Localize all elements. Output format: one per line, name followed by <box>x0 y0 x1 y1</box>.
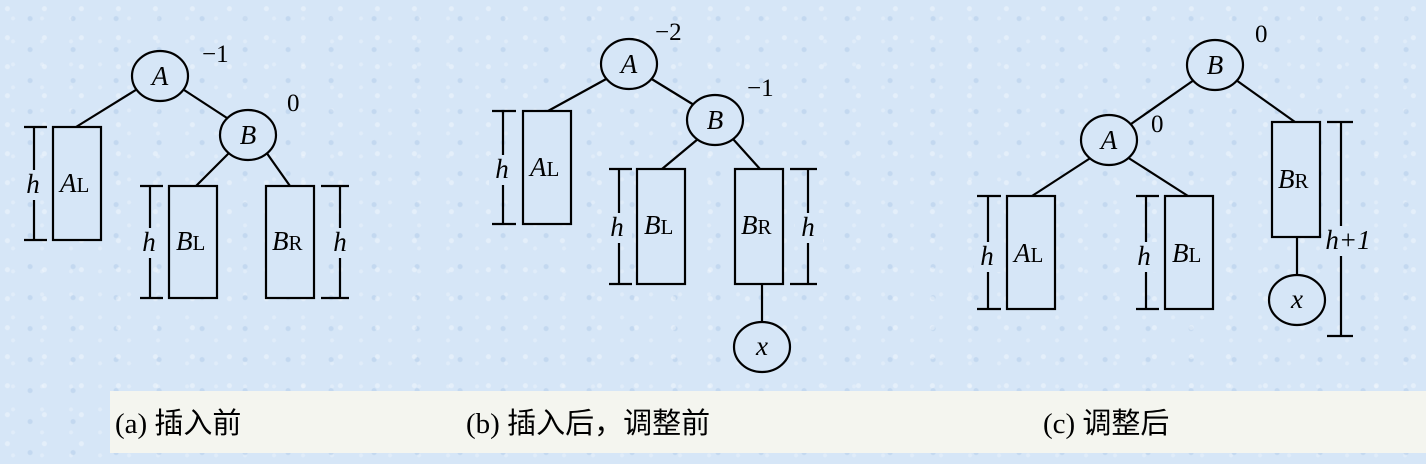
subtree-BR-label: BR <box>1278 164 1309 194</box>
balance-B: 0 <box>1255 21 1268 48</box>
panel-c: B A x 0 0 AL BL BR h h <box>974 21 1372 338</box>
height-BL: h <box>1137 241 1151 271</box>
subtree-BR <box>1270 120 1322 239</box>
caption-a: (a) 插入前 <box>115 408 242 440</box>
edge-A-AL <box>75 87 140 128</box>
node-x-label: x <box>1290 284 1303 314</box>
panel-a: A B −1 0 AL BL BR h h <box>20 41 355 300</box>
edge-B-BR <box>265 151 291 187</box>
node-A-label: A <box>150 61 169 91</box>
panel-b: A B x −2 −1 AL BL BR h h <box>489 19 823 374</box>
subtree-BL <box>635 167 687 286</box>
node-B <box>1185 38 1245 92</box>
node-B-label: B <box>240 120 257 150</box>
caption-bar <box>110 391 1426 453</box>
balance-A: 0 <box>1151 111 1164 138</box>
node-B-label: B <box>707 105 724 135</box>
height-BR: h <box>801 212 815 242</box>
height-BL: h <box>142 227 156 257</box>
node-B <box>685 93 745 147</box>
subtree-BL <box>167 184 219 300</box>
subtree-BR <box>264 184 316 300</box>
node-B <box>218 108 278 162</box>
node-x-label: x <box>755 331 768 361</box>
edge-A-B <box>180 87 228 119</box>
node-A-label: A <box>619 49 638 79</box>
node-x <box>732 320 792 374</box>
node-A <box>1079 113 1139 167</box>
edge-B-A <box>1130 79 1195 125</box>
subtree-BL-label: BL <box>176 226 205 256</box>
height-BR: h+1 <box>1325 225 1370 255</box>
edge-B-BL <box>195 151 231 187</box>
balance-A: −1 <box>202 41 229 68</box>
subtree-BR-label: BR <box>741 210 772 240</box>
edge-B-BR <box>1235 79 1296 123</box>
node-A-label: A <box>1099 125 1118 155</box>
subtree-BR <box>733 167 785 286</box>
height-AL: h <box>980 241 994 271</box>
height-AL: h <box>495 154 509 184</box>
node-A <box>130 49 190 103</box>
subtree-BL <box>1163 194 1215 311</box>
edge-A-B <box>649 77 695 106</box>
subtree-BL-label: BL <box>1172 238 1201 268</box>
subtree-BL-label: BL <box>644 210 673 240</box>
height-BR: h <box>333 227 347 257</box>
edge-B-BR <box>732 138 761 170</box>
node-x <box>1267 273 1327 327</box>
subtree-AL <box>51 125 103 242</box>
subtree-AL <box>1005 194 1057 311</box>
node-B-label: B <box>1207 50 1224 80</box>
edge-A-AL <box>1031 156 1093 197</box>
subtree-AL-label: AL <box>528 152 559 182</box>
node-A <box>599 37 659 91</box>
subtree-AL <box>521 109 573 226</box>
edge-B-BL <box>661 138 699 170</box>
subtree-BR-label: BR <box>272 226 303 256</box>
height-AL: h <box>26 169 40 199</box>
edge-A-BL <box>1126 156 1189 197</box>
height-BL: h <box>610 212 624 242</box>
balance-B: −1 <box>747 75 774 102</box>
balance-A: −2 <box>655 19 682 46</box>
subtree-AL-label: AL <box>58 168 89 198</box>
caption-c: (c) 调整后 <box>1043 408 1170 440</box>
caption-b: (b) 插入后，调整前 <box>466 408 711 440</box>
edge-A-AL <box>547 77 609 112</box>
balance-B: 0 <box>287 90 300 117</box>
subtree-AL-label: AL <box>1012 238 1043 268</box>
